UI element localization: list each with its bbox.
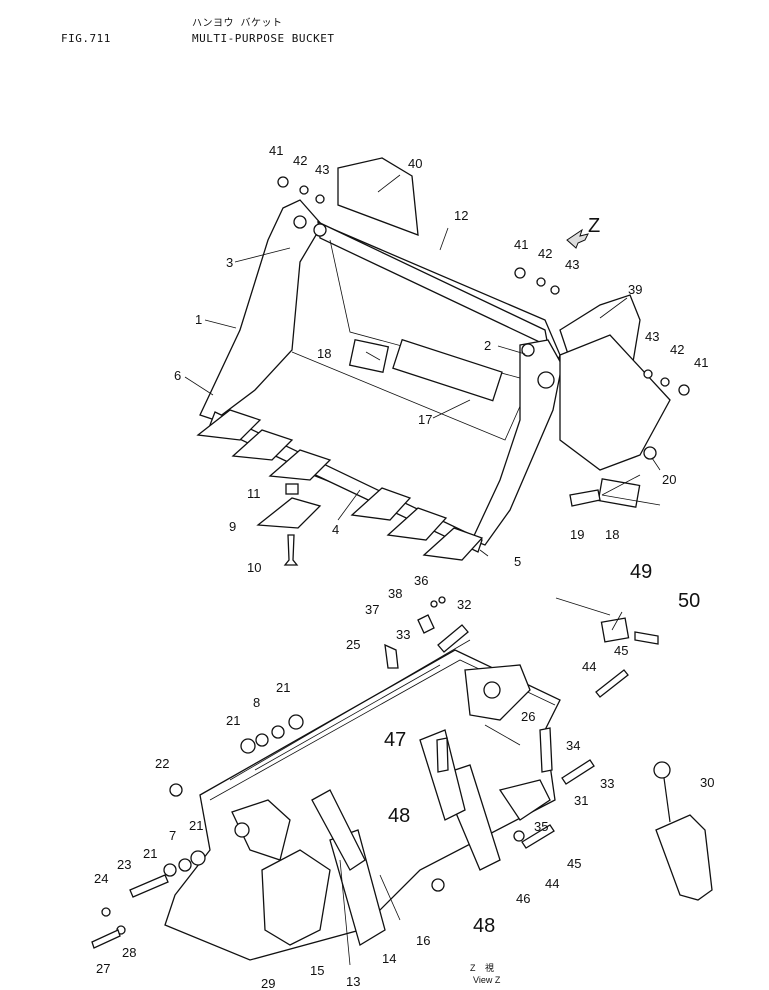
title-japanese: ハンヨウ バケット xyxy=(192,18,283,29)
callout-48: 48 xyxy=(388,805,410,827)
callout-labels-large: Z 49 50 47 48 48 xyxy=(384,215,700,937)
callout-35: 35 xyxy=(534,819,548,834)
view-z-text: View Z xyxy=(473,975,501,985)
callout-41: 41 xyxy=(694,355,708,370)
callout-33: 33 xyxy=(600,776,614,791)
callout-9: 9 xyxy=(229,519,236,534)
callout-21: 21 xyxy=(143,846,157,861)
callout-12: 12 xyxy=(454,208,468,223)
callout-5: 5 xyxy=(514,554,521,569)
callout-47: 47 xyxy=(384,729,406,751)
callout-18: 18 xyxy=(317,346,331,361)
callout-17: 17 xyxy=(418,412,432,427)
callout-33: 33 xyxy=(396,627,410,642)
callout-36: 36 xyxy=(414,573,428,588)
callout-41: 41 xyxy=(514,237,528,252)
callout-48: 48 xyxy=(473,915,495,937)
callout-46: 46 xyxy=(516,891,530,906)
callout-2: 2 xyxy=(484,338,491,353)
callout-31: 31 xyxy=(574,793,588,808)
callout-21: 21 xyxy=(189,818,203,833)
callout-37: 37 xyxy=(365,602,379,617)
callout-15: 15 xyxy=(310,963,324,978)
callout-34: 34 xyxy=(566,738,580,753)
callout-32: 32 xyxy=(457,597,471,612)
callout-42: 42 xyxy=(538,246,552,261)
callout-4: 4 xyxy=(332,522,339,537)
view-z-letter: Z xyxy=(470,963,476,973)
callout-42: 42 xyxy=(293,153,307,168)
callout-18: 18 xyxy=(605,527,619,542)
callout-28: 28 xyxy=(122,945,136,960)
callout-21: 21 xyxy=(226,713,240,728)
callout-7: 7 xyxy=(169,828,176,843)
callout-19: 19 xyxy=(570,527,584,542)
callout-20: 20 xyxy=(662,472,676,487)
callout-10: 10 xyxy=(247,560,261,575)
leader-lines xyxy=(184,174,661,966)
callout-43: 43 xyxy=(565,257,579,272)
callout-40: 40 xyxy=(408,156,422,171)
view-z-kanji: 視 xyxy=(485,962,494,973)
callout-45: 45 xyxy=(567,856,581,871)
callout-25: 25 xyxy=(346,637,360,652)
callout-45: 45 xyxy=(614,643,628,658)
callout-26: 26 xyxy=(521,709,535,724)
view-z-label: Z 視 View Z xyxy=(470,962,501,985)
callout-3: 3 xyxy=(226,255,233,270)
callout-16: 16 xyxy=(416,933,430,948)
bucket-teeth xyxy=(196,409,484,561)
callout-z-arrow: Z xyxy=(588,215,600,237)
callout-43: 43 xyxy=(315,162,329,177)
callout-44: 44 xyxy=(545,876,559,891)
callout-38: 38 xyxy=(388,586,402,601)
callout-1: 1 xyxy=(195,312,202,327)
figure-number: FIG.711 xyxy=(61,32,111,45)
callout-24: 24 xyxy=(94,871,108,886)
callout-27: 27 xyxy=(96,961,110,976)
callout-21: 21 xyxy=(276,680,290,695)
callout-13: 13 xyxy=(346,974,360,989)
callout-22: 22 xyxy=(155,756,169,771)
callout-11: 11 xyxy=(247,486,261,501)
callout-41: 41 xyxy=(269,143,283,158)
callout-43: 43 xyxy=(645,329,659,344)
callout-29: 29 xyxy=(261,976,275,990)
callout-14: 14 xyxy=(382,951,396,966)
callout-6: 6 xyxy=(174,368,181,383)
callout-30: 30 xyxy=(700,775,714,790)
callout-labels: 41 42 43 40 12 41 42 43 39 43 42 41 3 1 … xyxy=(94,143,714,990)
callout-8: 8 xyxy=(253,695,260,710)
title-english: MULTI-PURPOSE BUCKET xyxy=(192,32,335,45)
callout-23: 23 xyxy=(117,857,131,872)
callout-49: 49 xyxy=(630,561,652,583)
callout-50: 50 xyxy=(678,590,700,612)
callout-42: 42 xyxy=(670,342,684,357)
callout-44: 44 xyxy=(582,659,596,674)
callout-39: 39 xyxy=(628,282,642,297)
upper-bucket-assembly xyxy=(196,157,690,566)
lower-bucket-assembly xyxy=(91,596,713,961)
